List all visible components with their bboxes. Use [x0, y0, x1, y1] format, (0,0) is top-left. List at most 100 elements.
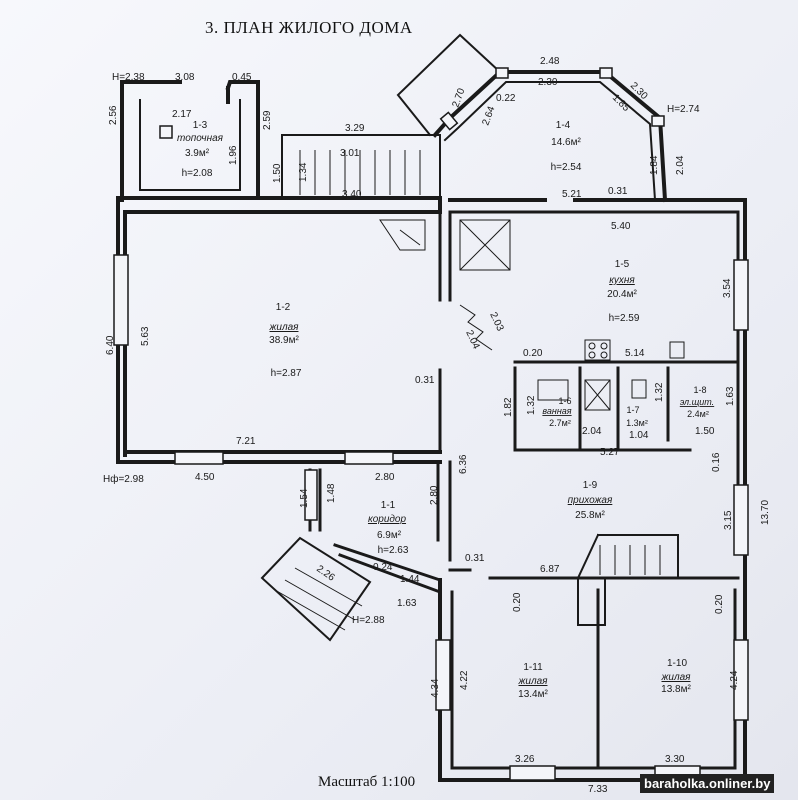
room-1-8-name: эл.щит. [680, 397, 714, 407]
level-h-288: H=2.88 [352, 615, 385, 626]
room-1-11-num: 1-11 [523, 662, 543, 673]
room-1-2-height: h=2.87 [271, 368, 302, 379]
hob-burner-1 [588, 342, 596, 350]
dim-2-48: 2.48 [540, 56, 560, 67]
dim-2-03: 2.03 [487, 311, 505, 334]
dim-2-30: 2.30 [538, 77, 558, 88]
room-1-1-height: h=2.63 [378, 545, 409, 556]
wall-bathrooms [513, 366, 692, 452]
dim-4-34: 4.34 [430, 678, 441, 698]
room-1-1-area: 6.9м² [377, 530, 402, 541]
door-arc [459, 304, 493, 351]
walls [116, 33, 747, 782]
room-1-5-height: h=2.59 [609, 313, 640, 324]
room-1-8-area: 2.4м² [687, 409, 709, 419]
dim-3-26: 3.26 [515, 754, 535, 765]
room-1-10-area: 13.8м² [661, 684, 691, 695]
dim-1-44: 1.44 [400, 574, 420, 585]
room-1-2-name: жилая [269, 322, 300, 333]
room-1-9-name: прихожая [568, 495, 613, 506]
stair-hall [576, 533, 679, 626]
dim-0-22: 0.22 [496, 93, 516, 104]
hob-burner-4 [600, 351, 608, 359]
wall-corridor-right [436, 460, 452, 562]
room-1-11-area: 13.4м² [518, 689, 548, 700]
wall-boiler-right [225, 80, 260, 197]
wall-boiler-left [120, 80, 182, 202]
room-1-4-num: 1-4 [556, 120, 571, 131]
dim-1-84: 1.84 [649, 155, 660, 175]
bathtub [537, 379, 569, 401]
hob-burner-2 [600, 342, 608, 350]
dim-3-54: 3.54 [722, 278, 733, 298]
dim-2-80b: 2.80 [429, 485, 440, 505]
wall-corridor-bottom [333, 543, 442, 594]
hob [584, 339, 611, 361]
dim-6-40: 6.40 [105, 335, 116, 355]
room-1-7-area: 1.3м² [626, 418, 648, 428]
level-marks: H=2.38 H=2.74 Hф=2.98 H=2.88 [103, 72, 700, 626]
dim-1-48: 1.48 [326, 483, 337, 503]
dim-6-36: 6.36 [458, 454, 469, 474]
wall-boiler-inner [139, 99, 241, 191]
shower [584, 379, 611, 411]
dim-5-40: 5.40 [611, 221, 631, 232]
wall-porch [281, 134, 441, 196]
dim-2-80a: 2.80 [375, 472, 395, 483]
window-living-bottom-2 [344, 451, 394, 465]
wall-kitchen-inner [448, 210, 740, 550]
room-1-3-area: 3.9м² [185, 148, 210, 159]
window-bedroom-right [733, 639, 749, 721]
dim-0-16: 0.16 [711, 452, 722, 472]
dim-4-22: 4.22 [459, 670, 470, 690]
level-h-298: Hф=2.98 [103, 473, 144, 485]
kitchen-fireplace-cross [459, 219, 511, 271]
window-bay-3 [599, 67, 613, 79]
dim-1-54: 1.54 [299, 488, 310, 508]
room-1-5-num: 1-5 [615, 259, 630, 270]
stair-hall-treads [599, 545, 661, 575]
toilet [631, 379, 647, 399]
room-1-3-height: h=2.08 [182, 168, 213, 179]
window-bedroom-bottom-1 [509, 765, 556, 781]
stair-porch-treads [299, 150, 421, 195]
dim-2-04b: 2.04 [463, 329, 481, 352]
dim-1-32a: 1.32 [526, 395, 537, 415]
dim-7-21: 7.21 [236, 436, 256, 447]
room-1-1-name: коридор [368, 514, 406, 525]
room-1-1-num: 1-1 [381, 500, 396, 511]
wall-entry-stairs [260, 536, 372, 642]
window-bedroom-left [435, 639, 451, 711]
dim-1-32b: 1.32 [654, 382, 665, 402]
window-bay-1 [439, 111, 459, 131]
dim-4-50: 4.50 [195, 472, 215, 483]
dim-3-08: 3.08 [175, 72, 195, 83]
window-hall [733, 484, 749, 556]
wall-bedrooms-outer [438, 578, 747, 782]
room-1-10-name: жилая [661, 672, 692, 683]
dim-1-96: 1.96 [228, 145, 239, 165]
dim-5-63: 5.63 [140, 326, 151, 346]
dim-1-85: 1.85 [610, 92, 632, 114]
stove [379, 219, 426, 251]
window-kitchen [733, 259, 749, 331]
room-1-8-num: 1-8 [693, 385, 706, 395]
dim-0-31a: 0.31 [608, 186, 628, 197]
dim-2-04c: 2.04 [582, 426, 602, 437]
level-h-274: H=2.74 [667, 104, 700, 115]
wall-bay-outer [432, 70, 668, 203]
dim-3-01: 3.01 [340, 148, 360, 159]
dim-1-50: 1.50 [272, 163, 283, 183]
room-1-7-num: 1-7 [626, 405, 639, 415]
dim-2-17: 2.17 [172, 109, 192, 120]
room-1-4-height: h=2.54 [551, 162, 582, 173]
dimensions: 3.08 0.45 2.17 2.56 2.59 1.96 3.29 3.01 … [105, 56, 771, 795]
room-1-9-area: 25.8м² [575, 510, 605, 521]
dim-0-31b: 0.31 [415, 375, 435, 386]
dim-2-56: 2.56 [108, 105, 119, 125]
plan-title: 3. ПЛАН ЖИЛОГО ДОМА [205, 18, 413, 37]
room-labels: 1-3 топочная 3.9м² h=2.08 1-4 14.6м² h=2… [177, 120, 714, 700]
dim-3-30: 3.30 [665, 754, 685, 765]
dim-13-70: 13.70 [760, 500, 771, 525]
